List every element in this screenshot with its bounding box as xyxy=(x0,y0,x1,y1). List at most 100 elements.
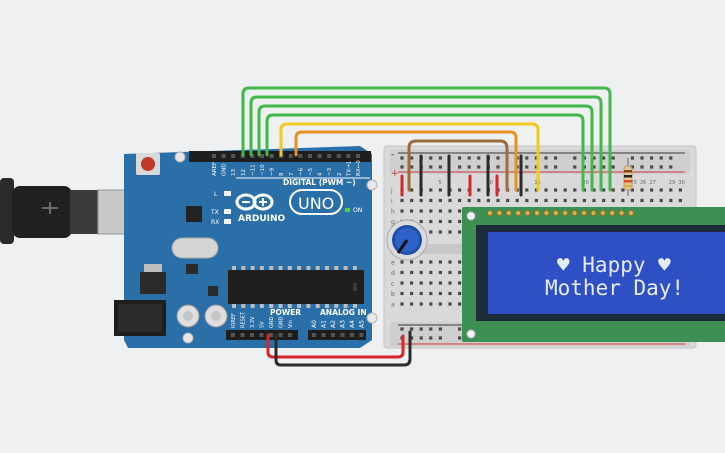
breadboard-hole[interactable] xyxy=(458,270,462,275)
rail-hole[interactable] xyxy=(477,165,481,169)
breadboard-hole[interactable] xyxy=(410,270,414,275)
rail-hole[interactable] xyxy=(496,156,500,160)
wire-black[interactable] xyxy=(274,330,412,367)
header-pin[interactable] xyxy=(359,333,364,337)
breadboard-hole[interactable] xyxy=(640,188,644,192)
rail-hole[interactable] xyxy=(458,336,462,340)
header-pin[interactable] xyxy=(312,333,316,337)
breadboard-hole[interactable] xyxy=(448,198,452,203)
breadboard-hole[interactable] xyxy=(525,188,529,192)
breadboard-hole[interactable] xyxy=(477,188,481,192)
lcd-pin[interactable] xyxy=(486,209,494,217)
rail-hole[interactable] xyxy=(630,156,634,160)
rail-hole[interactable] xyxy=(429,327,433,331)
breadboard-hole[interactable] xyxy=(448,260,452,264)
wire-red[interactable] xyxy=(266,333,405,359)
breadboard-hole[interactable] xyxy=(659,188,663,192)
wire-orange[interactable] xyxy=(294,130,518,192)
breadboard-hole[interactable] xyxy=(400,270,404,275)
header-pin[interactable] xyxy=(346,154,351,158)
breadboard-hole[interactable] xyxy=(554,198,558,203)
breadboard-hole[interactable] xyxy=(410,198,414,203)
wire-green[interactable] xyxy=(257,104,594,192)
lcd-pin[interactable] xyxy=(505,209,512,217)
breadboard-hole[interactable] xyxy=(592,188,596,192)
rail-hole[interactable] xyxy=(477,156,481,160)
breadboard-hole[interactable] xyxy=(410,188,414,192)
breadboard-hole[interactable] xyxy=(544,198,548,203)
rail-hole[interactable] xyxy=(438,165,442,169)
breadboard-hole[interactable] xyxy=(429,188,433,192)
rail-hole[interactable] xyxy=(534,156,538,160)
analog-header[interactable] xyxy=(308,330,366,340)
rail-hole[interactable] xyxy=(410,156,414,160)
rail-hole[interactable] xyxy=(496,165,500,169)
rail-hole[interactable] xyxy=(544,165,548,169)
breadboard-hole[interactable] xyxy=(448,209,452,213)
breadboard-hole[interactable] xyxy=(419,219,423,224)
rail-hole[interactable] xyxy=(400,156,404,160)
rail-hole[interactable] xyxy=(573,165,577,169)
breadboard-hole[interactable] xyxy=(419,281,423,285)
rail-hole[interactable] xyxy=(458,156,462,160)
breadboard-hole[interactable] xyxy=(400,281,404,285)
breadboard-hole[interactable] xyxy=(448,291,452,296)
rail-hole[interactable] xyxy=(659,156,663,160)
breadboard-hole[interactable] xyxy=(458,198,462,203)
breadboard-hole[interactable] xyxy=(458,219,462,224)
breadboard-hole[interactable] xyxy=(554,188,558,192)
breadboard-hole[interactable] xyxy=(429,219,433,224)
breadboard-hole[interactable] xyxy=(592,198,596,203)
header-pin[interactable] xyxy=(356,154,360,158)
breadboard-hole[interactable] xyxy=(563,198,567,203)
breadboard-hole[interactable] xyxy=(438,260,442,264)
breadboard-hole[interactable] xyxy=(410,281,414,285)
breadboard-hole[interactable] xyxy=(438,209,442,213)
lcd-pin[interactable] xyxy=(618,209,625,217)
breadboard-hole[interactable] xyxy=(640,198,644,203)
breadboard-hole[interactable] xyxy=(506,198,510,203)
breadboard-hole[interactable] xyxy=(582,198,586,203)
rail-hole[interactable] xyxy=(419,336,423,340)
header-pin[interactable] xyxy=(269,333,273,337)
breadboard-hole[interactable] xyxy=(678,188,682,192)
breadboard-hole[interactable] xyxy=(448,230,452,234)
breadboard-hole[interactable] xyxy=(419,198,423,203)
breadboard-hole[interactable] xyxy=(410,260,414,264)
wire-brown[interactable] xyxy=(407,139,509,192)
breadboard-hole[interactable] xyxy=(438,188,442,192)
breadboard-hole[interactable] xyxy=(410,302,414,306)
breadboard-hole[interactable] xyxy=(438,219,442,224)
breadboard-hole[interactable] xyxy=(611,188,615,192)
breadboard-hole[interactable] xyxy=(429,270,433,275)
header-pin[interactable] xyxy=(231,154,236,158)
lcd-pin[interactable] xyxy=(571,209,578,217)
rail-hole[interactable] xyxy=(438,327,442,331)
rail-hole[interactable] xyxy=(467,156,471,160)
header-pin[interactable] xyxy=(331,333,335,337)
rail-hole[interactable] xyxy=(602,156,606,160)
header-pin[interactable] xyxy=(298,154,303,158)
header-pin[interactable] xyxy=(231,333,235,337)
breadboard-hole[interactable] xyxy=(458,302,462,306)
breadboard-hole[interactable] xyxy=(669,188,673,192)
rail-hole[interactable] xyxy=(669,165,673,169)
breadboard-hole[interactable] xyxy=(400,209,404,213)
rail-hole[interactable] xyxy=(544,156,548,160)
header-pin[interactable] xyxy=(250,154,255,158)
rail-hole[interactable] xyxy=(630,165,634,169)
breadboard-hole[interactable] xyxy=(477,198,481,203)
dc-power-jack[interactable] xyxy=(114,300,166,336)
breadboard-hole[interactable] xyxy=(400,291,404,296)
lcd-16x2-module[interactable]: ♥ Happy ♥ Mother Day! xyxy=(462,207,725,342)
rail-hole[interactable] xyxy=(602,165,606,169)
breadboard-hole[interactable] xyxy=(458,260,462,264)
lcd-pin[interactable] xyxy=(552,209,559,217)
breadboard-hole[interactable] xyxy=(400,198,404,203)
header-pin[interactable] xyxy=(250,333,254,337)
header-pin[interactable] xyxy=(221,154,226,158)
breadboard-hole[interactable] xyxy=(429,281,433,285)
rail-hole[interactable] xyxy=(400,165,404,169)
rail-hole[interactable] xyxy=(410,165,414,169)
lcd-pin[interactable] xyxy=(515,209,522,217)
